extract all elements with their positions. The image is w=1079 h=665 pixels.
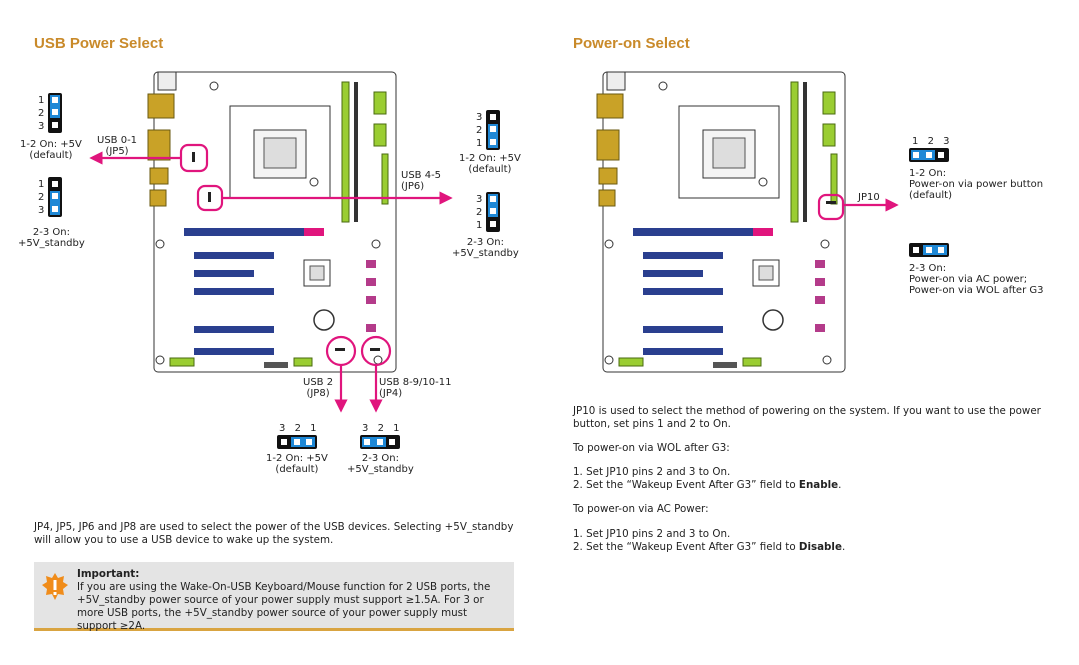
pin-label-1: 1 [38, 95, 45, 106]
important-text: If you are using the Wake-On-USB Keyboar… [77, 581, 491, 632]
enable-value: Enable [798, 479, 839, 491]
jp8-option-1-2: 1-2 On: +5V (default) [266, 453, 328, 475]
pin-label-2: 2 [377, 423, 384, 434]
pin-label-1: 1 [38, 179, 45, 190]
pin-label-2: 2 [38, 108, 45, 119]
jp6-option-2-3: 2-3 On: +5V_standby [452, 237, 519, 259]
usb2-jp8-label: USB 2 (JP8) [303, 377, 334, 399]
jp5-jumper-1-2 [48, 93, 62, 133]
jp6-jumper-2-3 [486, 192, 500, 232]
pin-label-2: 2 [476, 207, 483, 218]
usb8-11-jp4-label: USB 8-9/10-11 (JP4) [379, 377, 452, 399]
pin-label-3: 3 [362, 423, 369, 434]
pin-label-2: 2 [927, 136, 934, 147]
jp5-option-1-2: 1-2 On: +5V (default) [20, 139, 82, 161]
pin-label-2: 2 [294, 423, 301, 434]
jp6-option-1-2: 1-2 On: +5V (default) [459, 153, 521, 175]
power-on-intro: JP10 is used to select the method of pow… [573, 405, 1041, 430]
wol-step-1: 1. Set JP10 pins 2 and 3 to On. [573, 466, 731, 478]
right-motherboard-diagram [596, 71, 846, 373]
pin-label-3: 3 [943, 136, 950, 147]
jp10-jumper-1-2 [909, 148, 949, 162]
jp4-option-2-3: 2-3 On: +5V_standby [347, 453, 414, 475]
jp4-jumper-2-3 [360, 435, 400, 449]
jp10-label: JP10 [858, 192, 880, 203]
pin-label-3: 3 [38, 205, 45, 216]
usb-description: JP4, JP5, JP6 and JP8 are used to select… [34, 521, 514, 546]
pin-label-2: 2 [38, 192, 45, 203]
pin-label-3: 3 [279, 423, 286, 434]
ac-heading: To power-on via AC Power: [573, 503, 709, 515]
pin-label-1: 1 [912, 136, 919, 147]
usb45-jp6-label: USB 4-5 (JP6) [401, 170, 442, 192]
usb01-jp5-label: USB 0-1 (JP5) [97, 135, 138, 157]
jp10-option-1-2: 1-2 On: Power-on via power button (defau… [909, 168, 1044, 201]
ac-step-2: 2. Set the “Wakeup Event After G3” field… [573, 541, 846, 553]
pin-label-3: 3 [38, 121, 45, 132]
usb-power-select-title: USB Power Select [34, 35, 164, 52]
ac-step-1: 1. Set JP10 pins 2 and 3 to On. [573, 528, 731, 540]
pin-label-1: 1 [476, 138, 483, 149]
disable-value: Disable [798, 541, 842, 553]
pin-label-1: 1 [393, 423, 400, 434]
power-on-select-title: Power-on Select [573, 35, 690, 52]
pin-label-1: 1 [310, 423, 317, 434]
warning-icon [42, 572, 68, 602]
jp10-callout [817, 193, 845, 221]
left-motherboard-diagram [147, 71, 397, 373]
jp5-option-2-3: 2-3 On: +5V_standby [18, 227, 85, 249]
important-note: Important: If you are using the Wake-On-… [34, 562, 514, 632]
jp6-jumper-1-2 [486, 110, 500, 150]
pin-label-3: 3 [476, 112, 483, 123]
important-title: Important: [77, 568, 140, 580]
pin-label-1: 1 [476, 220, 483, 231]
wol-step-2: 2. Set the “Wakeup Event After G3” field… [573, 479, 842, 491]
wol-heading: To power-on via WOL after G3: [573, 442, 730, 454]
jp5-jumper-2-3 [48, 177, 62, 217]
pin-label-2: 2 [476, 125, 483, 136]
pin-label-3: 3 [476, 194, 483, 205]
jp10-option-2-3: 2-3 On: Power-on via AC power; Power-on … [909, 263, 1044, 296]
jp8-jumper-1-2 [277, 435, 317, 449]
jp10-jumper-2-3 [909, 243, 949, 257]
